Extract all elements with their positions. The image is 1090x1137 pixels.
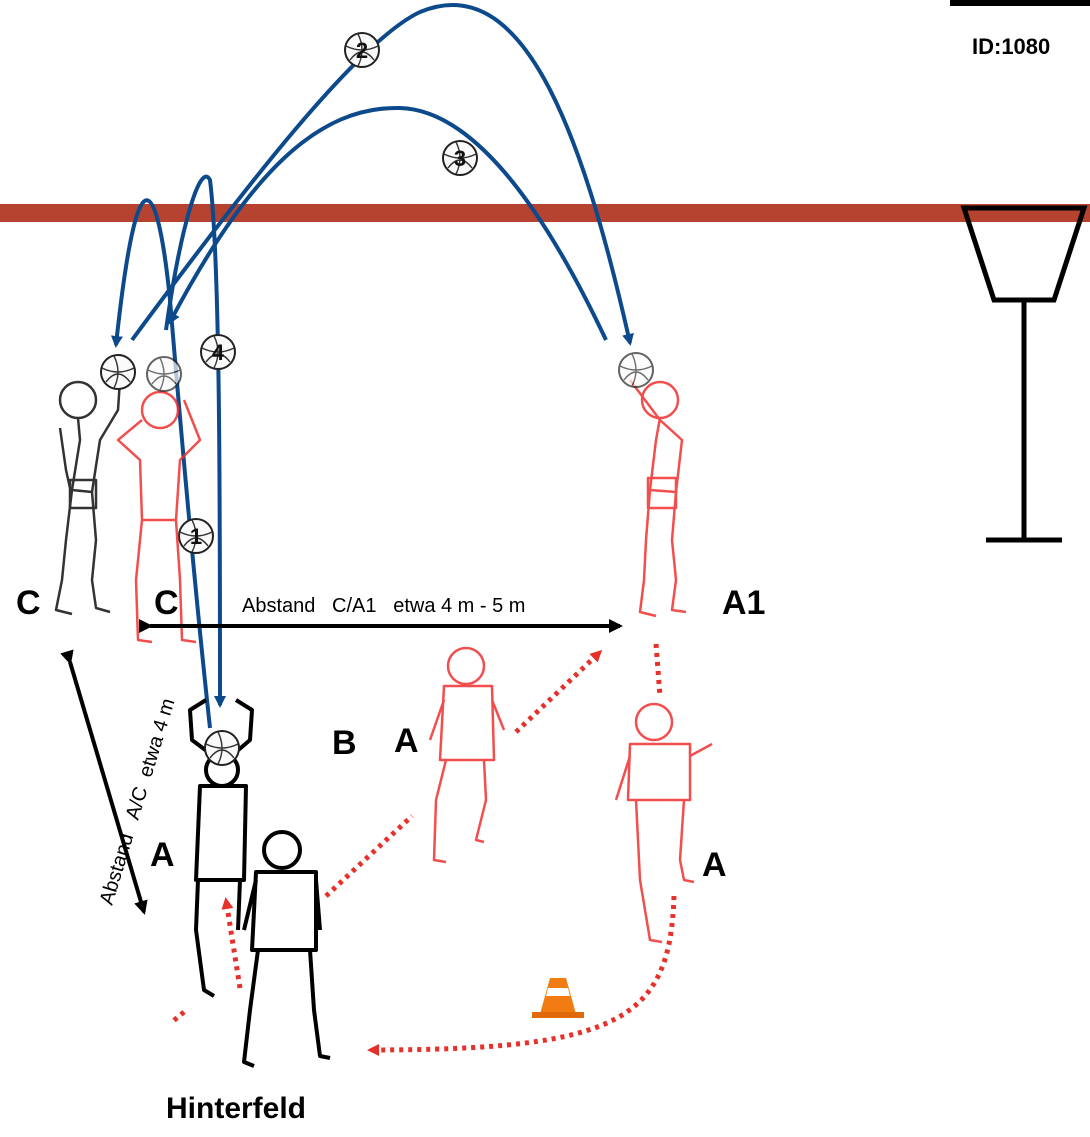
distance-arrow-diagonal	[60, 649, 148, 915]
pass-path-4	[164, 174, 226, 708]
pass-number-1: 1	[178, 518, 214, 554]
run-path-b-to-setter	[221, 897, 243, 989]
distance-label-diagonal: Abstand A/C etwa 4 m	[96, 696, 180, 908]
pass-paths	[110, 3, 634, 729]
label-b: B	[332, 724, 357, 762]
svg-text:4: 4	[212, 340, 225, 365]
label-c-left: C	[16, 584, 41, 622]
distance-label-horizontal: Abstand C/A1 etwa 4 m - 5 m	[242, 595, 525, 617]
run-path-a1-to-a	[653, 643, 663, 697]
svg-text:1: 1	[190, 524, 202, 549]
player-b-figure	[242, 830, 331, 1068]
player-a-setter-figure	[188, 698, 254, 998]
pass-path-3	[168, 105, 608, 341]
referee-stand-icon	[960, 205, 1088, 543]
volleyball-icon	[618, 352, 654, 388]
pass-number-2: 2	[344, 32, 380, 68]
volleyball-icon	[204, 730, 240, 766]
player-c-figure	[54, 379, 122, 616]
header-partial: ID:1080	[950, 0, 1090, 59]
player-a-middle-figure	[428, 646, 506, 864]
volleyball-icon	[146, 356, 182, 392]
traffic-cone-icon	[532, 978, 584, 1018]
run-path-a-to-a1	[514, 649, 603, 734]
volleyball-icon	[100, 354, 136, 390]
id-label: ID:1080	[972, 34, 1050, 59]
pass-path-2	[130, 3, 634, 346]
run-paths	[170, 643, 677, 1056]
svg-text:2: 2	[356, 38, 368, 63]
run-path-setter-out	[170, 1010, 186, 1024]
player-a-right-figure	[614, 702, 713, 944]
label-a-middle: A	[394, 722, 419, 760]
run-path-a-to-b	[367, 895, 677, 1056]
label-a-right: A	[702, 846, 727, 884]
player-a1-figure	[629, 379, 687, 618]
svg-text:3: 3	[454, 146, 466, 171]
label-c-red: C	[154, 584, 179, 622]
pass-path-1	[110, 198, 212, 729]
player-c-ghost-figure	[116, 390, 202, 644]
label-a1: A1	[722, 584, 765, 622]
pass-number-3: 3	[442, 140, 478, 176]
net-bar	[0, 204, 1090, 222]
label-a-left: A	[150, 836, 175, 874]
court-zone-label: Hinterfeld	[166, 1092, 306, 1125]
run-path-b-to-a	[324, 814, 414, 898]
pass-number-4: 4	[200, 334, 236, 370]
